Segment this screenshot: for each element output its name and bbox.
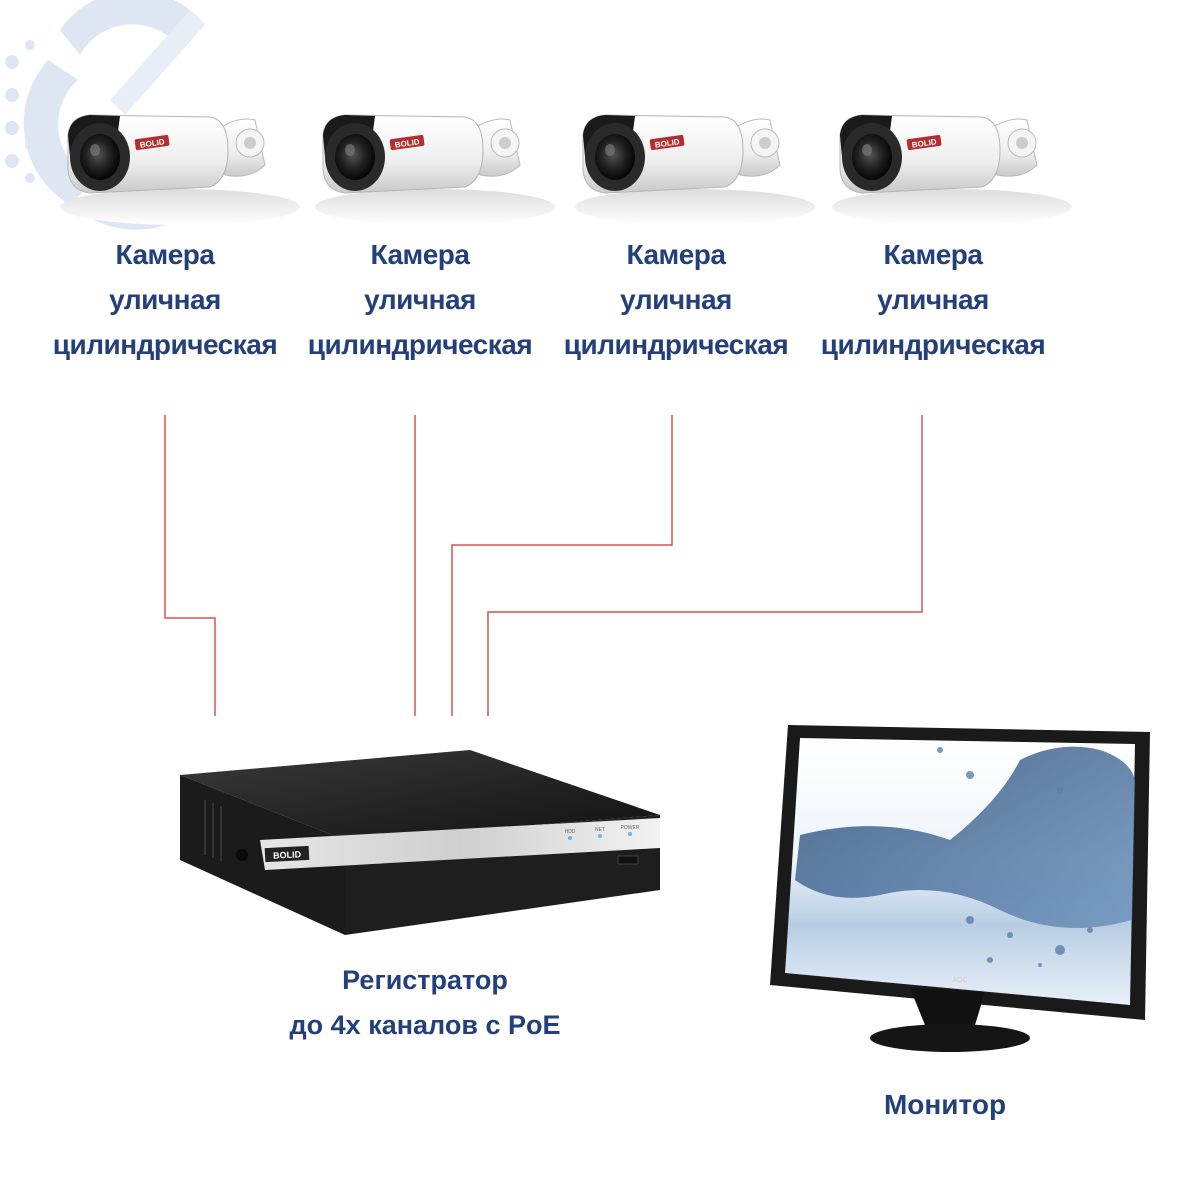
- nvr-label: Регистратор до 4х каналов с PoE: [245, 958, 605, 1048]
- svg-text:POWER: POWER: [621, 825, 640, 831]
- svg-text:BOLID: BOLID: [911, 137, 937, 149]
- camera-image-3: BOLID: [575, 114, 815, 225]
- camera-label-line: Камера: [626, 239, 726, 270]
- wire-camera-4: [487, 415, 923, 716]
- wire-camera-1: [164, 415, 216, 716]
- svg-text:BOLID: BOLID: [139, 137, 165, 149]
- camera-label-line: цилиндрическая: [52, 329, 278, 360]
- camera-label-line: Камера: [883, 239, 983, 270]
- camera-label-4: Камера уличная цилиндрическая: [803, 232, 1063, 367]
- camera-label-line: уличная: [620, 284, 732, 315]
- camera-label-line: Камера: [370, 239, 470, 270]
- wire-camera-3: [451, 415, 673, 716]
- camera-label-line: цилиндрическая: [563, 329, 789, 360]
- svg-text:NET: NET: [595, 827, 605, 833]
- svg-text:BOLID: BOLID: [394, 137, 420, 149]
- camera-label-2: Камера уличная цилиндрическая: [290, 232, 550, 367]
- nvr-label-line1: Регистратор: [342, 965, 508, 995]
- svg-text:BOLID: BOLID: [273, 849, 302, 860]
- camera-label-line: уличная: [109, 284, 221, 315]
- camera-label-3: Камера уличная цилиндрическая: [546, 232, 806, 367]
- camera-label-line: Камера: [115, 239, 215, 270]
- svg-text:BOLID: BOLID: [654, 137, 680, 149]
- nvr-recorder-image: BOLID HDD NET POWER: [180, 750, 660, 935]
- camera-image-2: BOLID: [315, 114, 555, 225]
- camera-label-line: цилиндрическая: [820, 329, 1046, 360]
- camera-label-line: цилиндрическая: [307, 329, 533, 360]
- camera-label-line: уличная: [364, 284, 476, 315]
- camera-label-1: Камера уличная цилиндрическая: [35, 232, 295, 367]
- camera-image-4: BOLID: [832, 114, 1072, 225]
- camera-image-1: BOLID: [60, 114, 300, 225]
- monitor-image: AOC: [770, 725, 1150, 1052]
- svg-text:AOC: AOC: [952, 977, 967, 984]
- camera-label-line: уличная: [877, 284, 989, 315]
- svg-text:HDD: HDD: [565, 829, 576, 835]
- monitor-label: Монитор: [883, 1089, 1007, 1120]
- nvr-label-line2: до 4х каналов с PoE: [289, 1010, 561, 1040]
